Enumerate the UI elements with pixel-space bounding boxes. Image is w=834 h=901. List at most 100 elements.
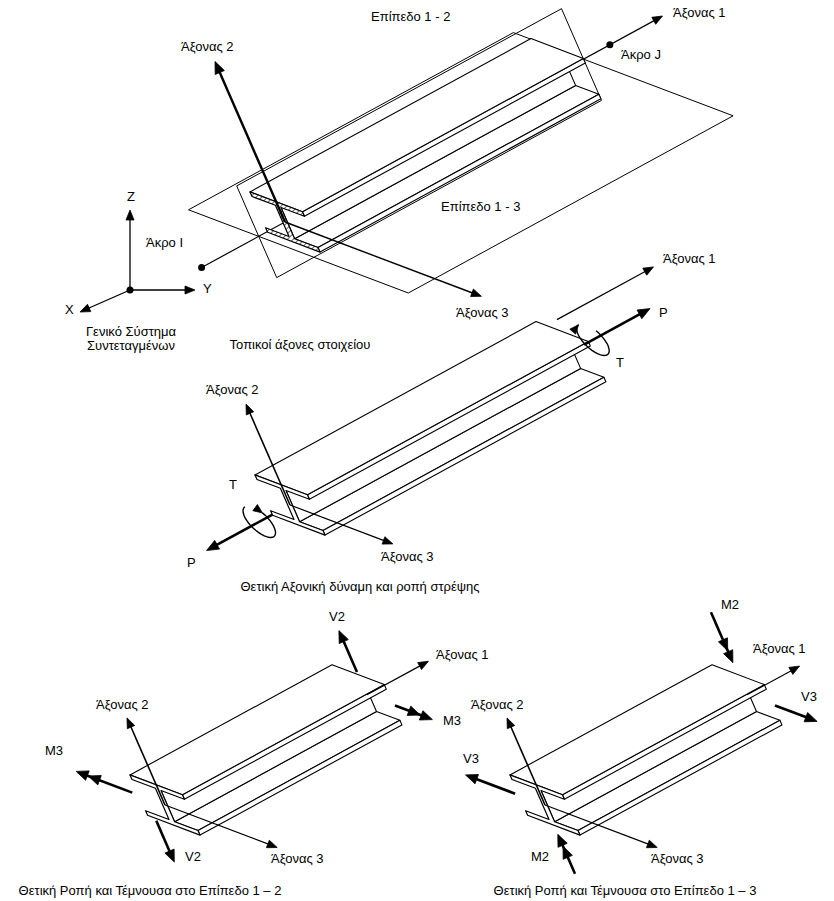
global-origin — [127, 287, 134, 294]
plane-1-2 — [237, 9, 602, 278]
global-axis — [87, 290, 130, 309]
axis-3-line-head — [382, 537, 393, 544]
moment-arrow-head — [407, 706, 420, 715]
axis-1-line — [202, 20, 656, 268]
moment-arrow — [562, 844, 575, 874]
axis-label: Άξονας 3 — [270, 852, 325, 866]
force-arrow-head — [207, 540, 220, 550]
moment-arrow — [711, 612, 729, 653]
axis-label: Άξονας 1 — [435, 648, 490, 662]
axis-label: Άξονας 1 — [672, 6, 727, 20]
moment-arrow-head — [558, 834, 567, 847]
moment-arrow-head — [563, 846, 572, 859]
caption: Θετική Ροπή και Τέμνουσα στο Επίπεδο 1 –… — [18, 884, 283, 898]
axis-label: Άξονας 3 — [380, 550, 435, 564]
axis-1-line — [747, 670, 793, 695]
axis-2-line-head — [215, 62, 224, 75]
axis-1-line-head — [643, 267, 654, 275]
axis-2-line-head — [246, 404, 254, 415]
axis-label: Άξονας 2 — [180, 40, 235, 54]
force-label: T — [228, 478, 238, 492]
force-label: T — [615, 356, 625, 370]
axis-2-line — [130, 725, 165, 805]
axis-1-line-head — [652, 16, 663, 24]
force-arrow — [215, 515, 272, 546]
axis-2-line-head — [127, 718, 135, 729]
torsion-arrow-head — [253, 505, 263, 513]
shear-arrow-head — [165, 849, 174, 862]
global-axis — [129, 218, 130, 290]
moment-arrow-head — [76, 771, 89, 780]
axis-1-line — [367, 665, 421, 695]
axis-3-line-head — [646, 840, 657, 848]
axis-label: Άξονας 1 — [752, 642, 807, 656]
plane-label: Επίπεδο 1 - 3 — [440, 200, 521, 214]
axis-2-line — [510, 725, 545, 805]
shear-arrow-head — [466, 775, 479, 784]
axis-label: Άξονας 1 — [662, 252, 717, 266]
shear-arrow — [775, 705, 808, 717]
end-label: Άκρο J — [620, 48, 662, 62]
force-label: V3 — [462, 752, 480, 766]
axis-1-line — [557, 271, 647, 320]
global-axis-head — [185, 286, 195, 294]
moment-arrow — [86, 775, 133, 793]
beam-flange — [250, 39, 583, 212]
axis-label: Άξονας 2 — [205, 383, 260, 397]
moment-arrow-head — [724, 650, 733, 663]
moment-arrow-head — [88, 776, 101, 785]
beam-flange — [302, 59, 585, 217]
force-label: V2 — [328, 610, 346, 624]
axis-label: Άξονας 3 — [650, 852, 705, 866]
axis-3-line — [285, 222, 474, 294]
force-arrow — [584, 313, 641, 344]
shear-arrow-head — [804, 713, 817, 722]
shear-arrow — [343, 640, 357, 672]
force-label: P — [658, 306, 669, 320]
axis-2-line — [249, 411, 290, 505]
moment-arrow-head — [419, 711, 432, 720]
coordinate-label: Z — [126, 190, 136, 204]
beam-flange — [130, 665, 384, 795]
torsion-arrow — [577, 325, 610, 356]
axis-1-line-head — [789, 666, 800, 674]
force-label: M2 — [720, 598, 740, 612]
axis-label: Άξονας 2 — [95, 698, 150, 712]
caption: Θετική Ροπή και Τέμνουσα στο Επίπεδο 1 –… — [493, 884, 758, 898]
axis-1-line-head — [418, 661, 429, 669]
axis-3-line-head — [266, 840, 277, 848]
beam-flange — [307, 342, 590, 500]
global-axis-head — [80, 304, 91, 312]
beam-flange — [510, 665, 764, 795]
caption: Γενικό Σύστημα Συντεταγμένων — [70, 325, 192, 353]
force-label: M3 — [44, 744, 64, 758]
shear-arrow — [156, 821, 170, 853]
global-axis-head — [126, 210, 134, 220]
force-label: M2 — [530, 850, 550, 864]
force-arrow-head — [637, 309, 650, 319]
end-label: Άκρο I — [145, 236, 184, 250]
end-point — [606, 41, 613, 48]
caption: Τοπικοί άξονες στοιχείου — [229, 338, 372, 352]
force-label: M3 — [442, 714, 462, 728]
axis-3-line — [165, 805, 270, 845]
axis-3-line-head — [471, 289, 482, 296]
coordinate-label: Y — [202, 282, 213, 296]
axis-3-line — [290, 505, 385, 541]
global-axis — [130, 289, 187, 290]
moment-arrow-head — [718, 638, 727, 651]
plane-label: Επίπεδο 1 - 2 — [370, 10, 451, 24]
shear-arrow-head — [339, 631, 348, 644]
plane-1-3 — [189, 33, 734, 293]
coordinate-label: X — [64, 303, 75, 317]
axis-label: Άξονας 3 — [455, 306, 510, 320]
moment-arrow — [395, 705, 423, 716]
force-label: V2 — [184, 850, 202, 864]
end-point — [198, 264, 205, 271]
axis-2-line — [219, 71, 285, 222]
force-label: V3 — [800, 690, 818, 704]
torsion-arrow-head — [570, 325, 579, 334]
shear-arrow — [475, 778, 515, 793]
axis-2-line-head — [507, 718, 515, 729]
